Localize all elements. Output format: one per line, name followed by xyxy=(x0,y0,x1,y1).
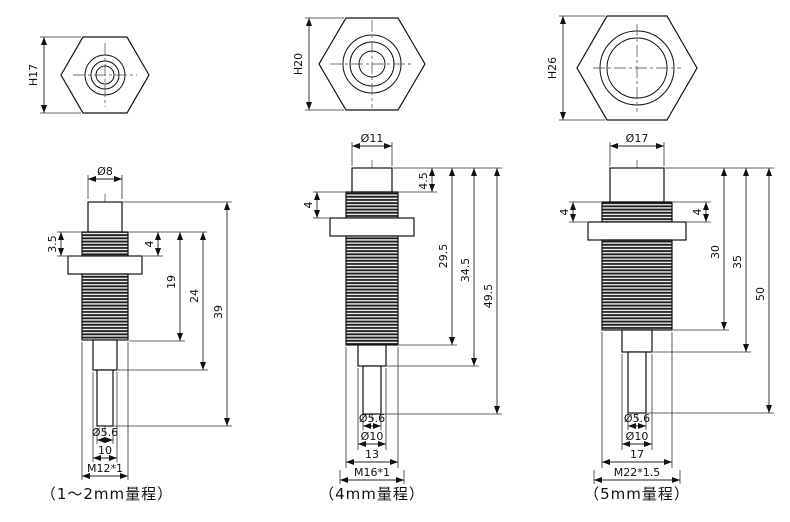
figure-range-1-2mm: H17 Ø8 3.5 xyxy=(27,36,232,503)
hex-nut-band xyxy=(587,221,687,241)
right-dimension-chain: 4 30 35 50 xyxy=(647,167,774,414)
bottom-dim-label: M12*1 xyxy=(87,462,123,475)
bottom-dim-label: Ø5.6 xyxy=(359,412,385,425)
top-diameter-dimension: Ø11 xyxy=(351,132,393,166)
hex-nut-band xyxy=(329,217,415,237)
left-dim-label: 3.5 xyxy=(46,235,59,253)
top-diameter-dimension: Ø17 xyxy=(609,132,665,166)
top-diameter-dimension: Ø8 xyxy=(87,165,123,199)
height-dim-label: H20 xyxy=(292,53,305,75)
neck-shoulder xyxy=(357,344,387,367)
figure-caption: （1～2mm量程） xyxy=(41,485,173,503)
thread-upper xyxy=(601,201,673,223)
right-dimension-chain: 4 19 24 39 xyxy=(114,201,232,427)
top-view-hex-nut: H17 xyxy=(27,36,150,114)
right-dim-label: 39 xyxy=(212,305,225,319)
top-cap xyxy=(609,167,665,203)
thread-lower xyxy=(345,235,399,346)
right-dim-label: 29.5 xyxy=(437,244,450,269)
front-view-sensor-body: Ø8 3.5 4 19 24 xyxy=(46,165,232,480)
top-cap xyxy=(87,201,123,233)
height-dim-label: H17 xyxy=(27,64,40,86)
top-view-hex-nut: H20 xyxy=(292,17,426,111)
top-diameter-label: Ø11 xyxy=(361,132,384,145)
thread-upper xyxy=(81,231,129,257)
left-dimension: 3.5 xyxy=(46,231,81,257)
right-dim-label: 24 xyxy=(188,289,201,303)
left-dim-label: 4 xyxy=(558,209,571,216)
right-dim-label: 49.5 xyxy=(482,284,495,309)
center-crosshair xyxy=(73,43,137,107)
bottom-dimension-stack: Ø5.6 Ø10 13 M16*1 xyxy=(339,347,405,484)
height-dim-label: H26 xyxy=(546,57,559,79)
bottom-dim-label: Ø10 xyxy=(626,430,649,443)
bottom-dim-label: Ø10 xyxy=(361,430,384,443)
probe-tip xyxy=(362,365,382,415)
right-dim-label: 4 xyxy=(143,241,156,248)
left-dimension: 4 xyxy=(302,191,345,219)
right-dim-label: 30 xyxy=(709,245,722,259)
height-dimension: H26 xyxy=(546,15,605,121)
center-crosshair xyxy=(330,20,414,108)
top-view-hex-nut: H26 xyxy=(546,15,698,121)
bottom-dimension-stack: Ø5.6 Ø10 17 M22*1.5 xyxy=(593,332,681,484)
bottom-dim-label: 10 xyxy=(98,444,112,457)
right-dim-label: 19 xyxy=(165,275,178,289)
right-dim-label: 35 xyxy=(731,255,744,269)
right-dim-label: 4.5 xyxy=(417,172,430,190)
top-cap xyxy=(351,167,393,193)
bottom-dim-label: Ø5.6 xyxy=(624,412,650,425)
bottom-dim-label: 17 xyxy=(630,448,644,461)
height-dimension: H17 xyxy=(27,36,81,114)
thread-upper xyxy=(345,191,399,219)
bottom-dim-label: 13 xyxy=(365,448,379,461)
figure-range-5mm: H26 Ø17 4 xyxy=(546,15,774,503)
figure-range-4mm: H20 Ø11 4 xyxy=(292,17,502,503)
bottom-dim-label: Ø5.6 xyxy=(92,426,118,439)
top-diameter-label: Ø17 xyxy=(626,132,649,145)
right-dim-label: 50 xyxy=(754,287,767,301)
probe-tip xyxy=(627,351,647,414)
bottom-dim-label: M22*1.5 xyxy=(614,466,660,479)
height-dimension: H20 xyxy=(292,17,344,111)
thread-lower xyxy=(81,273,129,341)
thread-lower xyxy=(601,239,673,331)
right-dimension-chain: 4.5 29.5 34.5 49.5 xyxy=(382,167,502,415)
probe-tip xyxy=(96,369,114,427)
bottom-dimension-stack: Ø5.6 10 M12*1 xyxy=(81,342,129,480)
neck-shoulder xyxy=(621,329,653,353)
front-view-sensor-body: Ø11 4 4.5 29.5 34.5 49.5 xyxy=(302,132,502,484)
front-view-sensor-body: Ø17 4 4 30 35 5 xyxy=(558,132,774,484)
right-dim-label: 4 xyxy=(691,209,704,216)
left-dim-label: 4 xyxy=(302,202,315,209)
center-crosshair xyxy=(593,24,681,112)
figure-caption: （4mm量程） xyxy=(319,485,425,503)
figure-caption: （5mm量程） xyxy=(584,485,690,503)
bottom-dim-label: M16*1 xyxy=(354,466,390,479)
hex-nut-band xyxy=(67,255,143,275)
left-dimension: 4 xyxy=(558,201,601,223)
neck-shoulder xyxy=(92,339,118,371)
right-dim-label: 34.5 xyxy=(459,258,472,283)
top-diameter-label: Ø8 xyxy=(97,165,113,178)
